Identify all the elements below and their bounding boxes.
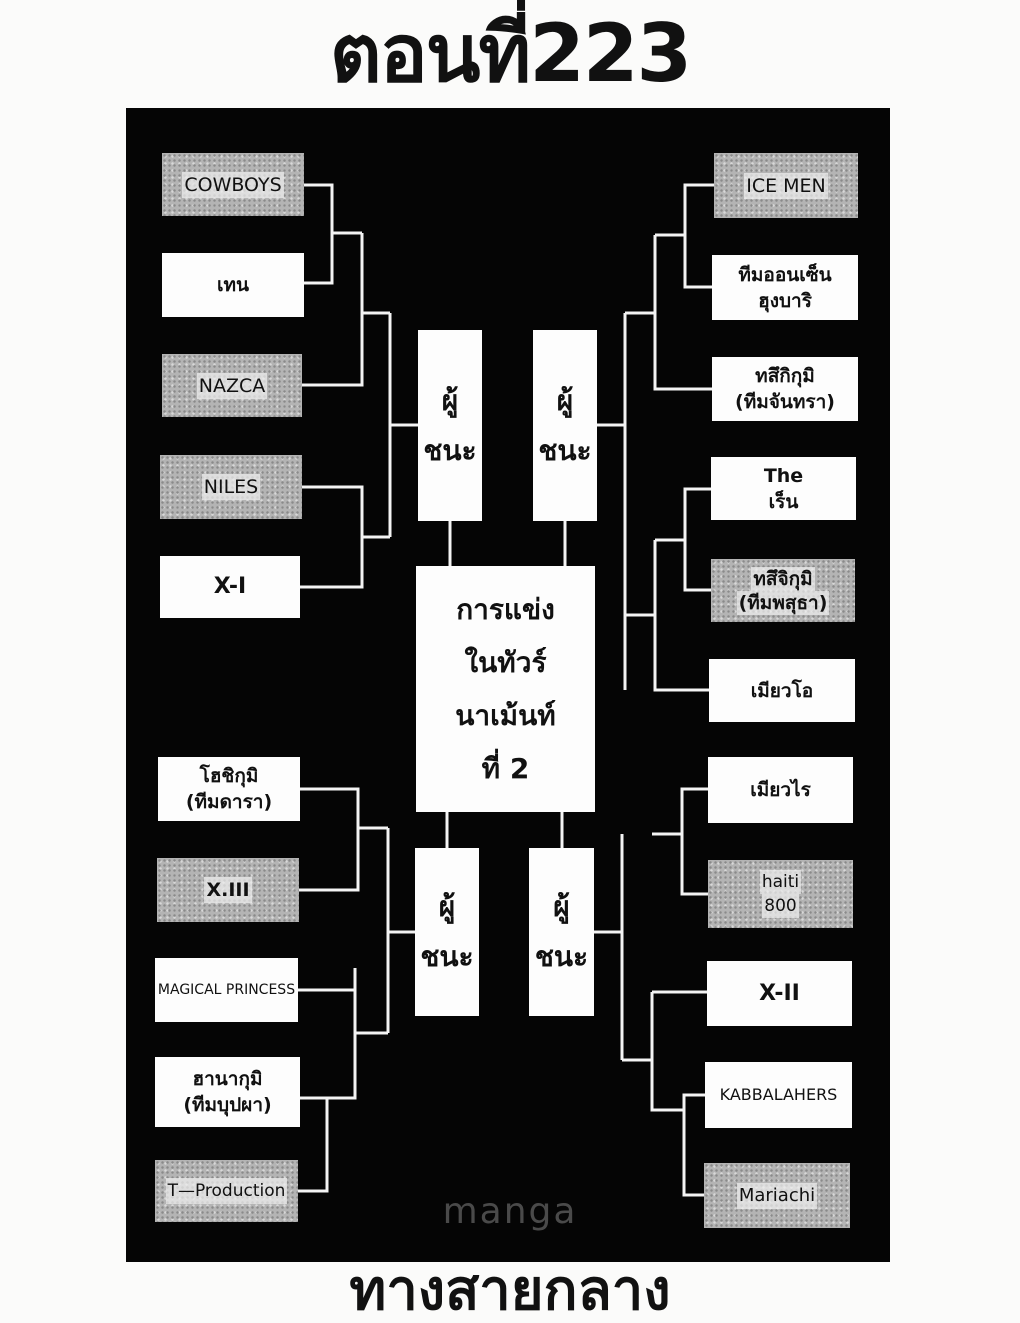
winner-label: ผู้: [553, 890, 570, 923]
team-label: MAGICAL PRINCESS: [157, 982, 296, 998]
team-sublabel: ฮุงบาริ: [758, 289, 812, 312]
team-label: T—Production: [165, 1178, 288, 1204]
team-sublabel: (ทีมบุปผา): [183, 1094, 272, 1116]
team-label: ทสึกิกุมิ: [755, 365, 815, 387]
team-mariachi: Mariachi: [704, 1163, 850, 1228]
team-label: X-II: [759, 980, 800, 1006]
team-hoshigumi: โฮชิกุมิ (ทีมดารา): [158, 757, 300, 821]
team-label: ทีมออนเซ็น: [738, 263, 832, 286]
team-onsen: ทีมออนเซ็นฮุงบาริ: [712, 255, 858, 320]
team-label: haiti: [759, 870, 802, 894]
team-sublabel: (ทีมพสุธา): [736, 590, 830, 615]
winner-box-bottom-right: ผู้ชนะ: [529, 848, 594, 1016]
team-label: ฮานากุมิ: [192, 1068, 263, 1090]
team-x-ii: X-II: [707, 961, 852, 1026]
team-label: ทสึจิกุมิ: [751, 566, 815, 591]
team-label: เมียวไร: [750, 779, 811, 801]
team-t-production: T—Production: [155, 1160, 298, 1222]
winner-label: ชนะ: [420, 940, 474, 973]
winner-label: ชนะ: [423, 433, 477, 467]
team-label: Mariachi: [736, 1182, 818, 1209]
winner-label: ผู้: [441, 383, 459, 417]
team-label: NAZCA: [196, 372, 268, 399]
team-sublabel: (ทีมดารา): [185, 791, 273, 813]
team-myouo: เมียวโอ: [709, 659, 855, 722]
bracket-line: [594, 787, 708, 1197]
winner-label: ผู้: [438, 890, 456, 923]
team-magical-princess: MAGICAL PRINCESS: [155, 958, 298, 1022]
team-the-ren: The เร็น: [711, 457, 856, 520]
center-label: นาเม้นท์: [455, 699, 556, 732]
team-label: X.III: [204, 877, 252, 903]
team-cowboys: COWBOYS: [162, 153, 304, 216]
bracket-line: [445, 521, 567, 848]
team-tsuchigumi: ทสึจิกุมิ(ทีมพสุธา): [711, 559, 855, 622]
team-ice-men: ICE MEN: [714, 153, 858, 218]
team-label: โฮชิกุมิ: [199, 765, 259, 787]
team-myourai: เมียวไร: [708, 757, 853, 823]
team-sublabel: (ทีมจันทรา): [735, 391, 835, 413]
center-label: การแข่ง: [456, 593, 555, 626]
team-label: เทน: [216, 274, 249, 296]
team-hanagumi: ฮานากุมิ (ทีมบุปผา): [155, 1057, 300, 1127]
winner-box-bottom-left: ผู้ชนะ: [415, 848, 479, 1016]
team-label: KABBALAHERS: [719, 1085, 838, 1104]
team-x-i: X-I: [160, 556, 300, 618]
bracket-line: [298, 787, 415, 1193]
center-label: ที่ 2: [481, 752, 530, 785]
team-x-iii: X.III: [157, 858, 299, 922]
winner-label: ชนะ: [538, 433, 592, 467]
winner-label: ผู้: [556, 383, 574, 417]
team-label: เมียวโอ: [750, 679, 814, 702]
team-tsukigumi: ทสึกิกุมิ (ทีมจันทรา): [712, 357, 858, 421]
chapter-title: ตอนที่223: [329, 7, 692, 100]
team-sublabel: เร็น: [768, 490, 799, 513]
team-sublabel: 800: [762, 894, 799, 918]
bracket-line: [597, 183, 714, 692]
team-nazca: NAZCA: [162, 354, 302, 417]
bracket-line: [300, 183, 418, 589]
team-label: The: [763, 464, 804, 487]
team-kabbalahers: KABBALAHERS: [705, 1062, 852, 1128]
winner-label: ชนะ: [534, 940, 589, 973]
team-niles: NILES: [160, 455, 302, 519]
team-label: ICE MEN: [744, 172, 828, 199]
center-label: ในทัวร์: [464, 646, 547, 679]
tournament-center-box: การแข่ง ในทัวร์ นาเม้นท์ ที่ 2: [416, 566, 595, 812]
bottom-title: ทางสายกลาง: [349, 1258, 671, 1323]
winner-box-top-right: ผู้ชนะ: [533, 330, 597, 521]
team-label: COWBOYS: [182, 171, 284, 198]
winner-box-top-left: ผู้ชนะ: [418, 330, 482, 521]
team-label: X-I: [213, 574, 247, 599]
bracket-lines: [298, 183, 714, 1197]
watermark: manga: [442, 1191, 578, 1232]
team-label: NILES: [201, 474, 261, 500]
team-ten: เทน: [162, 253, 304, 317]
